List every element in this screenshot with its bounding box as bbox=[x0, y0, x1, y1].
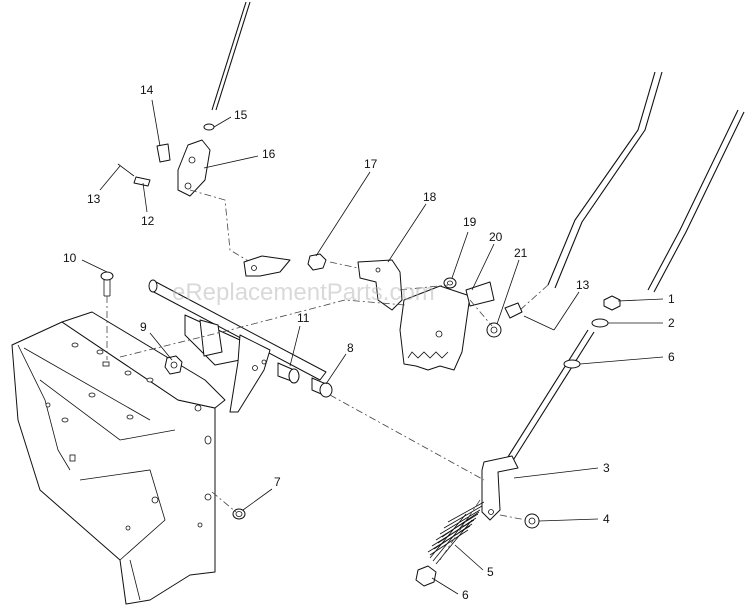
frame-plate bbox=[11, 311, 226, 605]
callout-labels: 1 2 3 4 5 6 6 7 8 9 10 11 12 13 13 14 15… bbox=[63, 83, 675, 602]
clevis-16 bbox=[177, 139, 211, 197]
callout-5: 5 bbox=[487, 565, 494, 579]
screw-10 bbox=[100, 271, 114, 297]
bushing-7 bbox=[232, 508, 246, 520]
callout-6-lower: 6 bbox=[462, 588, 469, 602]
leader-lines bbox=[81, 99, 664, 595]
washer-19 bbox=[443, 277, 457, 289]
nut-1 bbox=[603, 295, 621, 311]
washer-2 bbox=[591, 318, 609, 328]
nut-6b bbox=[415, 565, 437, 587]
assembly-lines bbox=[106, 261, 527, 561]
control-link-rod bbox=[189, 189, 291, 277]
callout-13-left: 13 bbox=[87, 192, 101, 206]
callout-21: 21 bbox=[514, 246, 528, 260]
bolt-21 bbox=[486, 322, 502, 338]
callout-10: 10 bbox=[63, 251, 77, 265]
callout-8: 8 bbox=[347, 341, 354, 355]
callout-6-upper: 6 bbox=[668, 350, 675, 364]
callout-19: 19 bbox=[463, 215, 477, 229]
callout-3: 3 bbox=[603, 461, 610, 475]
nut-6a bbox=[563, 359, 581, 369]
callout-18: 18 bbox=[423, 190, 437, 204]
pivot-shaft bbox=[148, 279, 327, 413]
shift-rod bbox=[505, 329, 595, 463]
callout-1: 1 bbox=[668, 292, 675, 306]
clip-14 bbox=[156, 143, 171, 163]
cable-right bbox=[647, 109, 745, 293]
nut-9 bbox=[164, 355, 183, 375]
bracket-18 bbox=[357, 259, 403, 311]
callout-2: 2 bbox=[668, 316, 675, 330]
callout-15: 15 bbox=[234, 108, 248, 122]
callout-14: 14 bbox=[140, 83, 154, 97]
pin-12 bbox=[133, 176, 151, 187]
bushing-8 bbox=[311, 377, 333, 398]
clevis-13b bbox=[504, 302, 555, 331]
nut-17 bbox=[307, 253, 327, 271]
callout-11: 11 bbox=[297, 311, 310, 325]
bolt-4 bbox=[524, 513, 540, 529]
cable-upper-right bbox=[519, 71, 663, 311]
callout-17: 17 bbox=[364, 157, 378, 171]
watermark-text: eReplacementParts.com bbox=[172, 279, 435, 306]
callout-9: 9 bbox=[140, 320, 147, 334]
lever-20 bbox=[465, 281, 495, 307]
callout-20: 20 bbox=[489, 230, 503, 244]
bushing-11 bbox=[277, 362, 300, 384]
spring-5 bbox=[427, 501, 485, 565]
cotter-pin-13a bbox=[117, 163, 135, 177]
callout-13-right: 13 bbox=[576, 278, 590, 292]
upper-cable-rod bbox=[211, 1, 251, 111]
pin-15 bbox=[203, 123, 215, 131]
callout-7: 7 bbox=[274, 475, 281, 489]
plate-20 bbox=[399, 285, 471, 371]
bracket-3 bbox=[481, 455, 519, 521]
callout-12: 12 bbox=[141, 214, 155, 228]
callout-4: 4 bbox=[603, 512, 610, 526]
callout-16: 16 bbox=[262, 147, 276, 161]
